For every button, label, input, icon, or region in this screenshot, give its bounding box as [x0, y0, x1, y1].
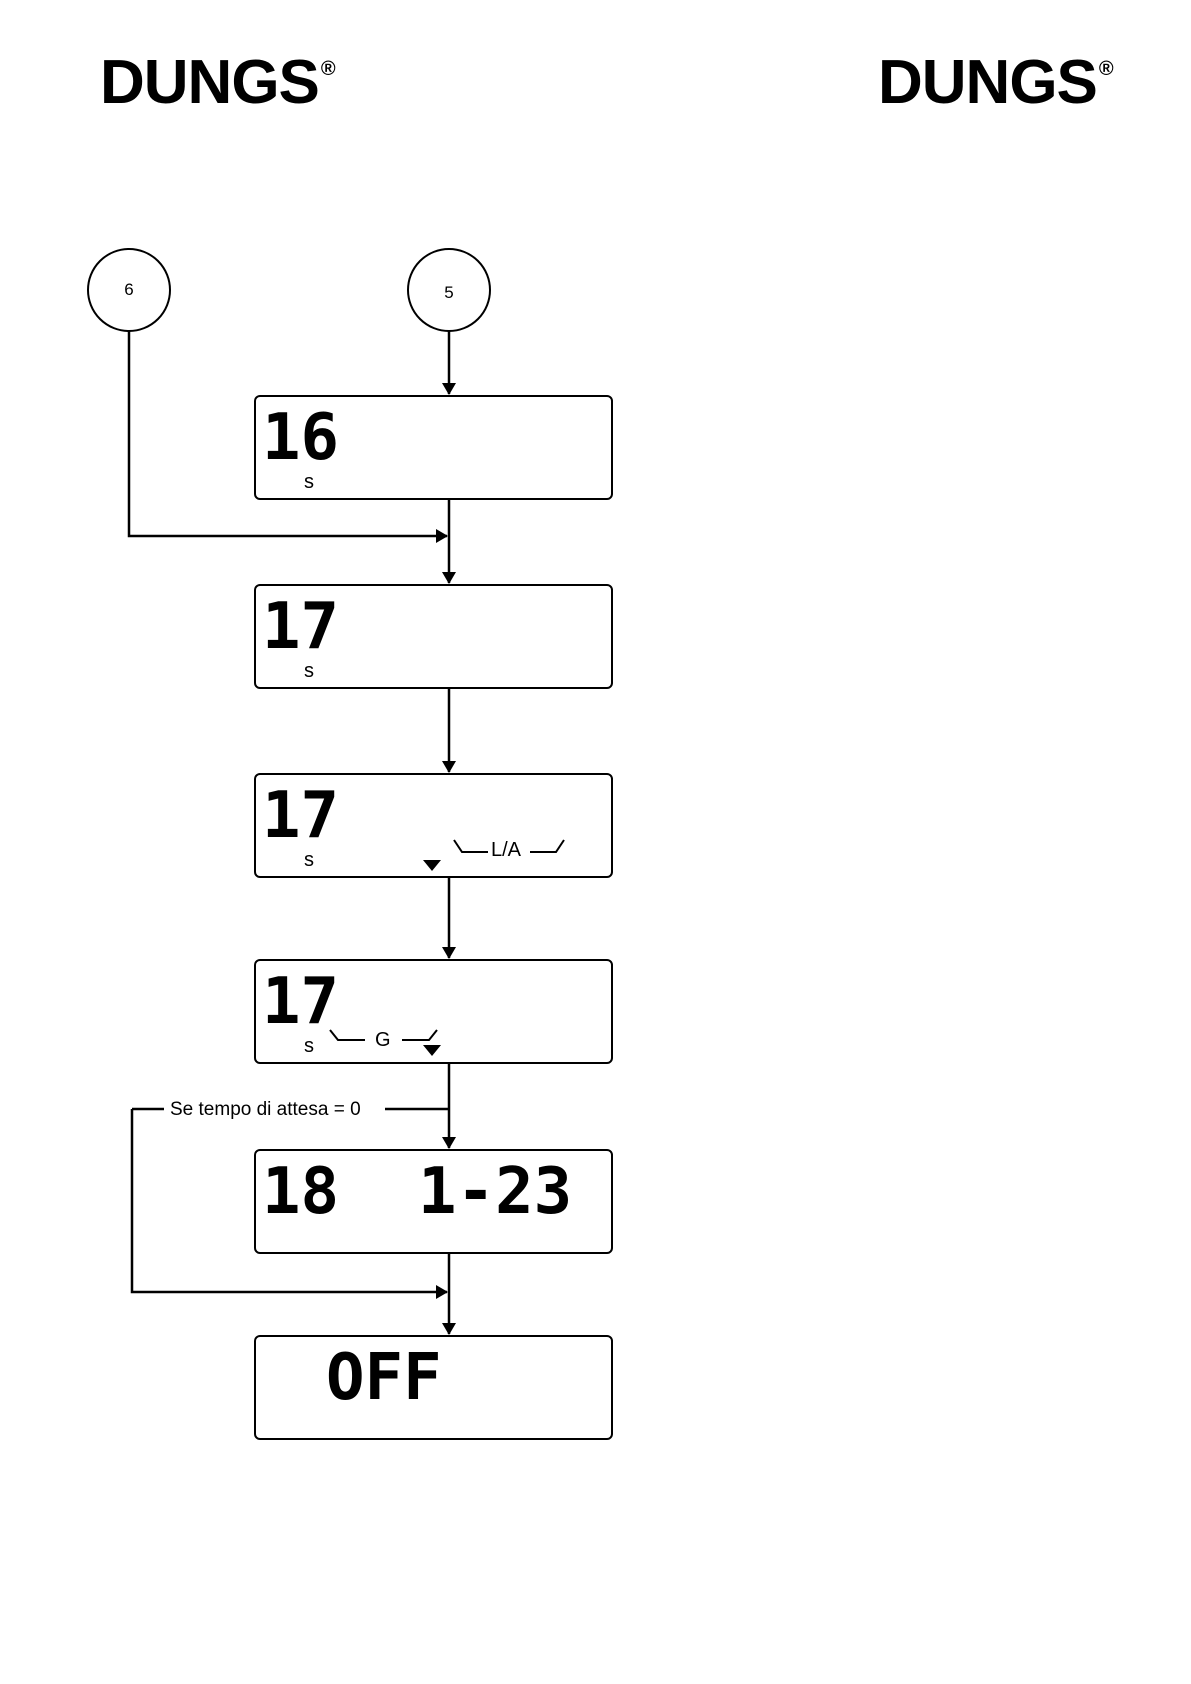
display-17-unit: s: [304, 660, 314, 682]
display-17: 17 s: [255, 585, 612, 688]
display-17-g-unit: s: [304, 1035, 314, 1057]
display-17-la-unit: s: [304, 849, 314, 871]
triangle-down-icon: [423, 860, 441, 871]
display-18-extra: 1-23: [418, 1155, 572, 1229]
display-17-g-value: 17: [262, 965, 339, 1039]
display-17-g: 17 s G: [255, 960, 612, 1063]
display-17-la: 17 s L/A: [255, 774, 612, 877]
display-off-value: OFF: [326, 1341, 442, 1415]
display-17-la-marker: L/A: [491, 839, 522, 861]
display-17-la-value: 17: [262, 779, 339, 853]
display-17-g-marker: G: [375, 1029, 391, 1051]
display-16-value: 16: [262, 401, 339, 475]
connector-6: 6: [88, 249, 170, 331]
bracket-right-icon: [530, 840, 564, 852]
branch-label: Se tempo di attesa = 0: [170, 1099, 361, 1120]
bracket-right-icon: [402, 1030, 437, 1040]
connector-5: 5: [408, 249, 490, 331]
display-18-value: 18: [262, 1155, 339, 1229]
connector-5-label: 5: [444, 283, 453, 302]
display-18: 18 1-23: [255, 1150, 612, 1253]
display-off: OFF: [255, 1336, 612, 1439]
bracket-left-icon: [454, 840, 488, 852]
triangle-down-icon: [423, 1045, 441, 1056]
display-16-unit: s: [304, 471, 314, 493]
display-16: 16 s: [255, 396, 612, 499]
connector-6-label: 6: [124, 280, 133, 299]
display-17-value: 17: [262, 590, 339, 664]
